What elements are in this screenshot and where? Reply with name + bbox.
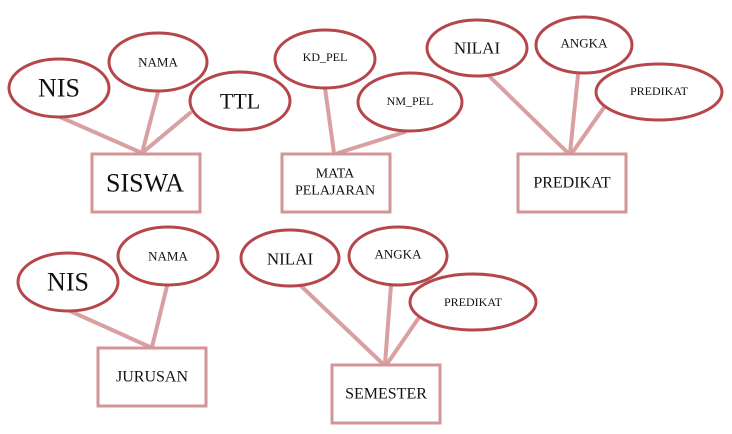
attribute-siswa-ttl[interactable] [188,70,292,132]
link-jurusan-nama [150,284,169,349]
attribute-label: NAMA [148,249,188,264]
attribute-mapel-kdpel[interactable] [273,28,377,90]
attribute-siswa-nama[interactable] [107,31,209,93]
entity-group-mata-pelajaran: KD_PEL NM_PEL MATA PELAJARAN [273,28,464,214]
attribute-label: ANGKA [561,36,609,51]
entity-label: SISWA [106,169,184,198]
attribute-label: PREDIKAT [444,295,503,309]
attribute-mapel-nmpel[interactable] [356,71,464,133]
entity-jurusan[interactable] [96,346,208,408]
link-semester-nilai [298,283,385,366]
entity-label-line2: PELAJARAN [295,184,375,199]
attribute-siswa-nis[interactable] [7,57,111,119]
link-predikat-angka [568,73,580,155]
link-semester-angka [383,283,393,366]
entity-label-line1: MATA [316,167,355,182]
entity-predikat[interactable] [516,152,628,214]
attribute-predikat-predikat[interactable] [594,62,724,122]
entity-mata-pelajaran[interactable] [280,152,392,214]
attribute-jurusan-nama[interactable] [116,225,220,287]
link-predikat-predikat [570,104,607,155]
attribute-label: NILAI [267,250,314,269]
attribute-label: NIS [47,268,89,297]
attribute-jurusan-nis[interactable] [16,251,120,313]
attribute-label: KD_PEL [303,50,348,64]
attribute-predikat-nilai[interactable] [425,18,529,78]
attribute-semester-predikat[interactable] [408,272,538,332]
link-mapel-kdpel [323,86,336,155]
attribute-label: TTL [220,89,260,114]
entity-group-siswa: NIS NAMA TTL SISWA [7,31,292,214]
entity-label: PREDIKAT [533,175,611,192]
attribute-label: NAMA [138,55,178,70]
link-semester-predikat [385,314,422,366]
entity-group-semester: NILAI ANGKA PREDIKAT SEMESTER [239,225,538,425]
entity-siswa[interactable] [90,152,202,214]
attribute-label: ANGKA [375,247,423,262]
link-siswa-nis [58,115,144,155]
entity-group-predikat: NILAI ANGKA PREDIKAT PREDIKAT [425,15,724,214]
attribute-label: PREDIKAT [630,84,689,98]
entity-group-jurusan: NIS NAMA JURUSAN [16,225,220,408]
link-siswa-ttl [140,111,192,155]
link-siswa-nama [140,90,160,155]
attribute-label: NILAI [454,39,501,58]
link-predikat-nilai [486,73,570,155]
attribute-semester-nilai[interactable] [239,228,341,288]
attribute-label: NM_PEL [387,94,434,108]
link-mapel-nmpel [336,130,407,155]
entity-label: JURUSAN [116,369,188,386]
attribute-label: NIS [38,74,80,103]
entity-label: SEMESTER [345,386,427,403]
attribute-semester-angka[interactable] [347,225,449,287]
entity-semester[interactable] [330,363,442,425]
link-jurusan-nis [68,309,152,349]
attribute-predikat-angka[interactable] [534,15,634,75]
